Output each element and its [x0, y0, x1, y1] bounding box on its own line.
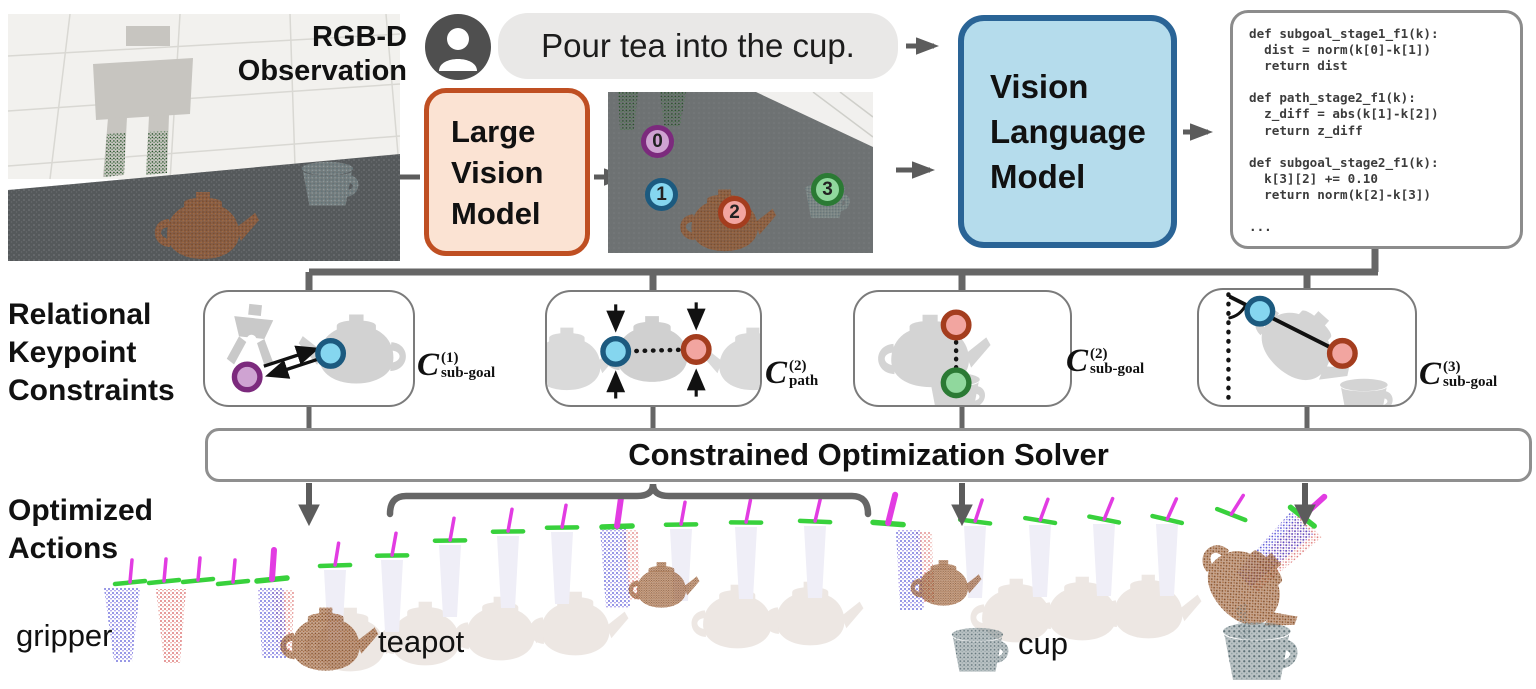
keypoint-3-marker	[940, 367, 972, 399]
wall-corner	[756, 92, 873, 147]
gripper-label: gripper	[16, 618, 113, 654]
constraint-symbol: C	[1419, 356, 1442, 392]
keypoint-0-marker	[231, 361, 263, 393]
constraints-label-line1: Relational	[8, 298, 152, 331]
teapot-label: teapot	[378, 624, 464, 660]
actions-section-label: Optimized Actions	[8, 492, 153, 568]
vlm-line2: Language	[990, 113, 1146, 150]
vlm-line3: Model	[990, 158, 1086, 195]
instruction-bubble: Pour tea into the cup.	[498, 13, 898, 79]
rgbd-observation-label: RGB-D Observation	[235, 20, 407, 88]
gripper-label-text: gripper	[16, 618, 113, 653]
constraints-section-label: Relational Keypoint Constraints	[8, 296, 175, 410]
keypoint-2-marker	[1326, 337, 1358, 369]
constraint-code-box: def subgoal_stage1_f1(k): dist = norm(k[…	[1230, 10, 1523, 249]
gripper-finger-left	[618, 92, 638, 130]
constraint-symbol: C	[765, 355, 788, 391]
keypoint-2-marker	[940, 309, 972, 341]
connector-lines	[305, 249, 1379, 430]
keypoint-2-marker	[680, 334, 712, 365]
constraint-scripts: (2) path	[789, 357, 818, 389]
gripper-pointclouds	[104, 511, 1322, 663]
large-vision-model-box: Large Vision Model	[424, 88, 590, 256]
keypoint-1-label: 1	[656, 183, 667, 205]
keypoint-1-marker	[600, 335, 632, 367]
actions-label-line1: Optimized	[8, 494, 154, 527]
cup-label: cup	[1018, 626, 1068, 662]
solver-label: Constrained Optimization Solver	[628, 437, 1109, 472]
constraint-label-1: C (1) sub-goal	[417, 349, 495, 382]
solver-output-arrows	[298, 483, 1316, 527]
keypoint-badges: 0 1 2 3	[608, 92, 873, 253]
constraint-subscript: path	[789, 373, 819, 389]
keypoint-2-label: 2	[729, 201, 740, 223]
constraint-scripts: (2) sub-goal	[1090, 345, 1144, 377]
constraint-scripts: (1) sub-goal	[441, 349, 495, 381]
down-arrow-head	[298, 504, 320, 527]
constraint-label-3: C (2) sub-goal	[1066, 345, 1144, 378]
gripper-finger-right	[146, 131, 168, 175]
keypoint-1-marker	[1244, 295, 1276, 327]
keypoint-3: 3	[811, 173, 844, 206]
constraint-label-4: C (3) sub-goal	[1419, 358, 1497, 391]
trajectory-scene	[104, 491, 1328, 680]
pose-markers	[112, 491, 1328, 587]
constraint-label-2: C (2) path	[765, 357, 818, 390]
constraint-superscript: (1)	[441, 350, 459, 366]
rgbd-observation-image	[8, 14, 400, 261]
keypoint-1: 1	[645, 178, 678, 211]
constraint-code: def subgoal_stage1_f1(k): dist = norm(k[…	[1249, 26, 1439, 235]
instruction-text: Pour tea into the cup.	[541, 27, 855, 64]
constraint-superscript: (2)	[789, 358, 807, 374]
rgbd-label-line2: Observation	[237, 55, 407, 87]
actions-label-line2: Actions	[8, 532, 119, 565]
constraint-box-grasp	[203, 290, 415, 407]
constraint-symbol: C	[417, 347, 440, 383]
constraint-subscript: sub-goal	[441, 365, 496, 381]
vision-language-model-box: Vision Language Model	[958, 15, 1177, 248]
constraint-subscript: sub-goal	[1090, 361, 1145, 377]
cup-label-text: cup	[1018, 626, 1068, 661]
constraint-box-pour	[1197, 288, 1417, 407]
constraint-superscript: (3)	[1443, 359, 1461, 375]
keypoint-3-label: 3	[822, 178, 833, 200]
user-avatar-icon	[425, 14, 491, 80]
lvm-line1: Large	[451, 113, 536, 149]
constraint-symbol: C	[1066, 343, 1089, 379]
gripper-finger-right	[660, 92, 686, 126]
keypoint-1-marker	[315, 337, 347, 369]
lvm-line2: Vision	[451, 154, 544, 190]
lvm-line3: Model	[451, 195, 541, 231]
ghost-gripper-trail	[324, 524, 1178, 642]
constraints-label-line3: Constraints	[8, 374, 175, 407]
constraint-scripts: (3) sub-goal	[1443, 358, 1497, 390]
rgbd-label-line1: RGB-D	[311, 21, 407, 53]
constraint-subscript: sub-goal	[1443, 374, 1498, 390]
constraint-superscript: (2)	[1090, 346, 1108, 362]
keypoint-0: 0	[641, 125, 674, 158]
constraint-box-path	[545, 290, 762, 407]
gripper-finger-left	[104, 133, 126, 177]
constraints-label-line2: Keypoint	[8, 336, 137, 369]
teapot-label-text: teapot	[378, 624, 465, 659]
vlm-line1: Vision	[990, 68, 1089, 105]
keypoint-0-label: 0	[652, 130, 663, 152]
constrained-optimization-solver-bar: Constrained Optimization Solver	[205, 428, 1532, 482]
trajectory-brace	[386, 483, 872, 518]
keypoint-2: 2	[718, 196, 751, 229]
constraint-box-align	[853, 290, 1072, 407]
